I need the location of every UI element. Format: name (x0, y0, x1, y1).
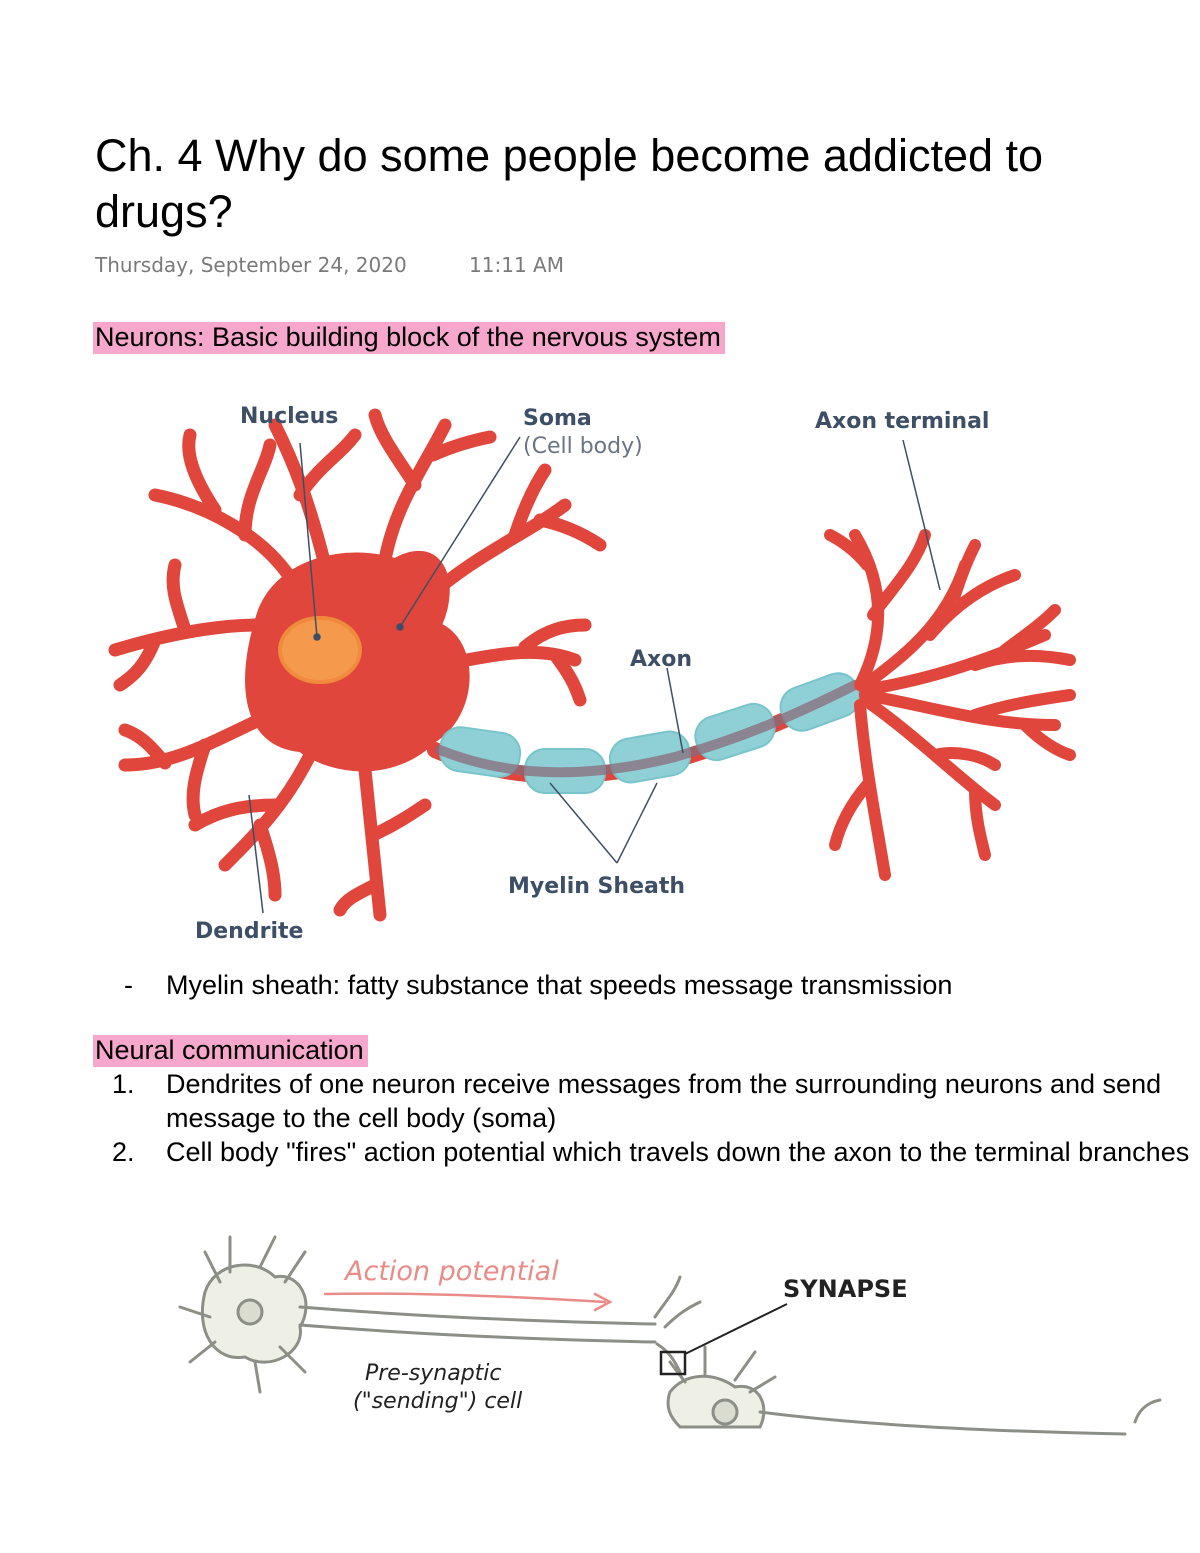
label-axon: Axon (630, 647, 692, 672)
list-item: 2. Cell body "fires" action potential wh… (112, 1135, 1200, 1169)
list-item-number: 2. (112, 1137, 135, 1167)
synapse-box (659, 1350, 687, 1376)
label-dendrite: Dendrite (195, 919, 303, 944)
label-cell-body: (Cell body) (523, 434, 643, 459)
neurons-heading-text: Neurons: Basic building block of the ner… (93, 322, 725, 354)
neuron-drawing (108, 408, 1076, 922)
label-action-potential: Action potential (343, 1256, 559, 1287)
page-time: 11:11 AM (469, 253, 564, 277)
label-soma: Soma (523, 406, 592, 431)
myelin-segments (438, 672, 861, 794)
sketch-neurons (178, 1235, 1162, 1436)
bullet-marker: - (124, 970, 133, 1000)
label-synapse: SYNAPSE (783, 1275, 908, 1303)
list-item: 1. Dendrites of one neuron receive messa… (112, 1067, 1200, 1135)
nucleus-shape (278, 616, 362, 684)
label-myelin-sheath: Myelin Sheath (508, 874, 685, 899)
label-sending-cell: ("sending") cell (353, 1389, 522, 1414)
page-title: Ch. 4 Why do some people become addicted… (95, 130, 1044, 237)
neural-heading: Neural communication (93, 1033, 368, 1067)
neurons-heading: Neurons: Basic building block of the ner… (93, 320, 725, 354)
page-meta: Thursday, September 24, 2020 11:11 AM (95, 253, 564, 277)
neuron-diagram: Nucleus Soma (Cell body) Axon terminal A… (108, 404, 1076, 944)
list-item-text: Dendrites of one neuron receive messages… (166, 1069, 1162, 1133)
leader-lines (248, 436, 941, 914)
list-item-number: 1. (112, 1069, 135, 1099)
axon-core-line (435, 680, 860, 778)
list-item-text: Cell body "fires" action potential which… (166, 1137, 1190, 1167)
label-pre-synaptic: Pre-synaptic (365, 1361, 502, 1386)
page-date: Thursday, September 24, 2020 (95, 253, 407, 277)
steps-list: 1. Dendrites of one neuron receive messa… (112, 1067, 1200, 1169)
myelin-bullet: - Myelin sheath: fatty substance that spe… (124, 968, 952, 1002)
label-axon-terminal: Axon terminal (815, 409, 989, 434)
diagram-labels: Nucleus Soma (Cell body) Axon terminal A… (195, 404, 989, 944)
synapse-sketch: Action potential SYNAPSE Pre-synaptic ("… (178, 1235, 1162, 1436)
action-arrow (323, 1292, 613, 1312)
dendrites (108, 408, 607, 922)
label-nucleus: Nucleus (240, 404, 338, 429)
synapse-leader (684, 1303, 788, 1355)
axon-terminal-branches (824, 529, 1076, 881)
bullet-text: Myelin sheath: fatty substance that spee… (166, 970, 953, 1000)
neural-heading-text: Neural communication (93, 1035, 368, 1067)
